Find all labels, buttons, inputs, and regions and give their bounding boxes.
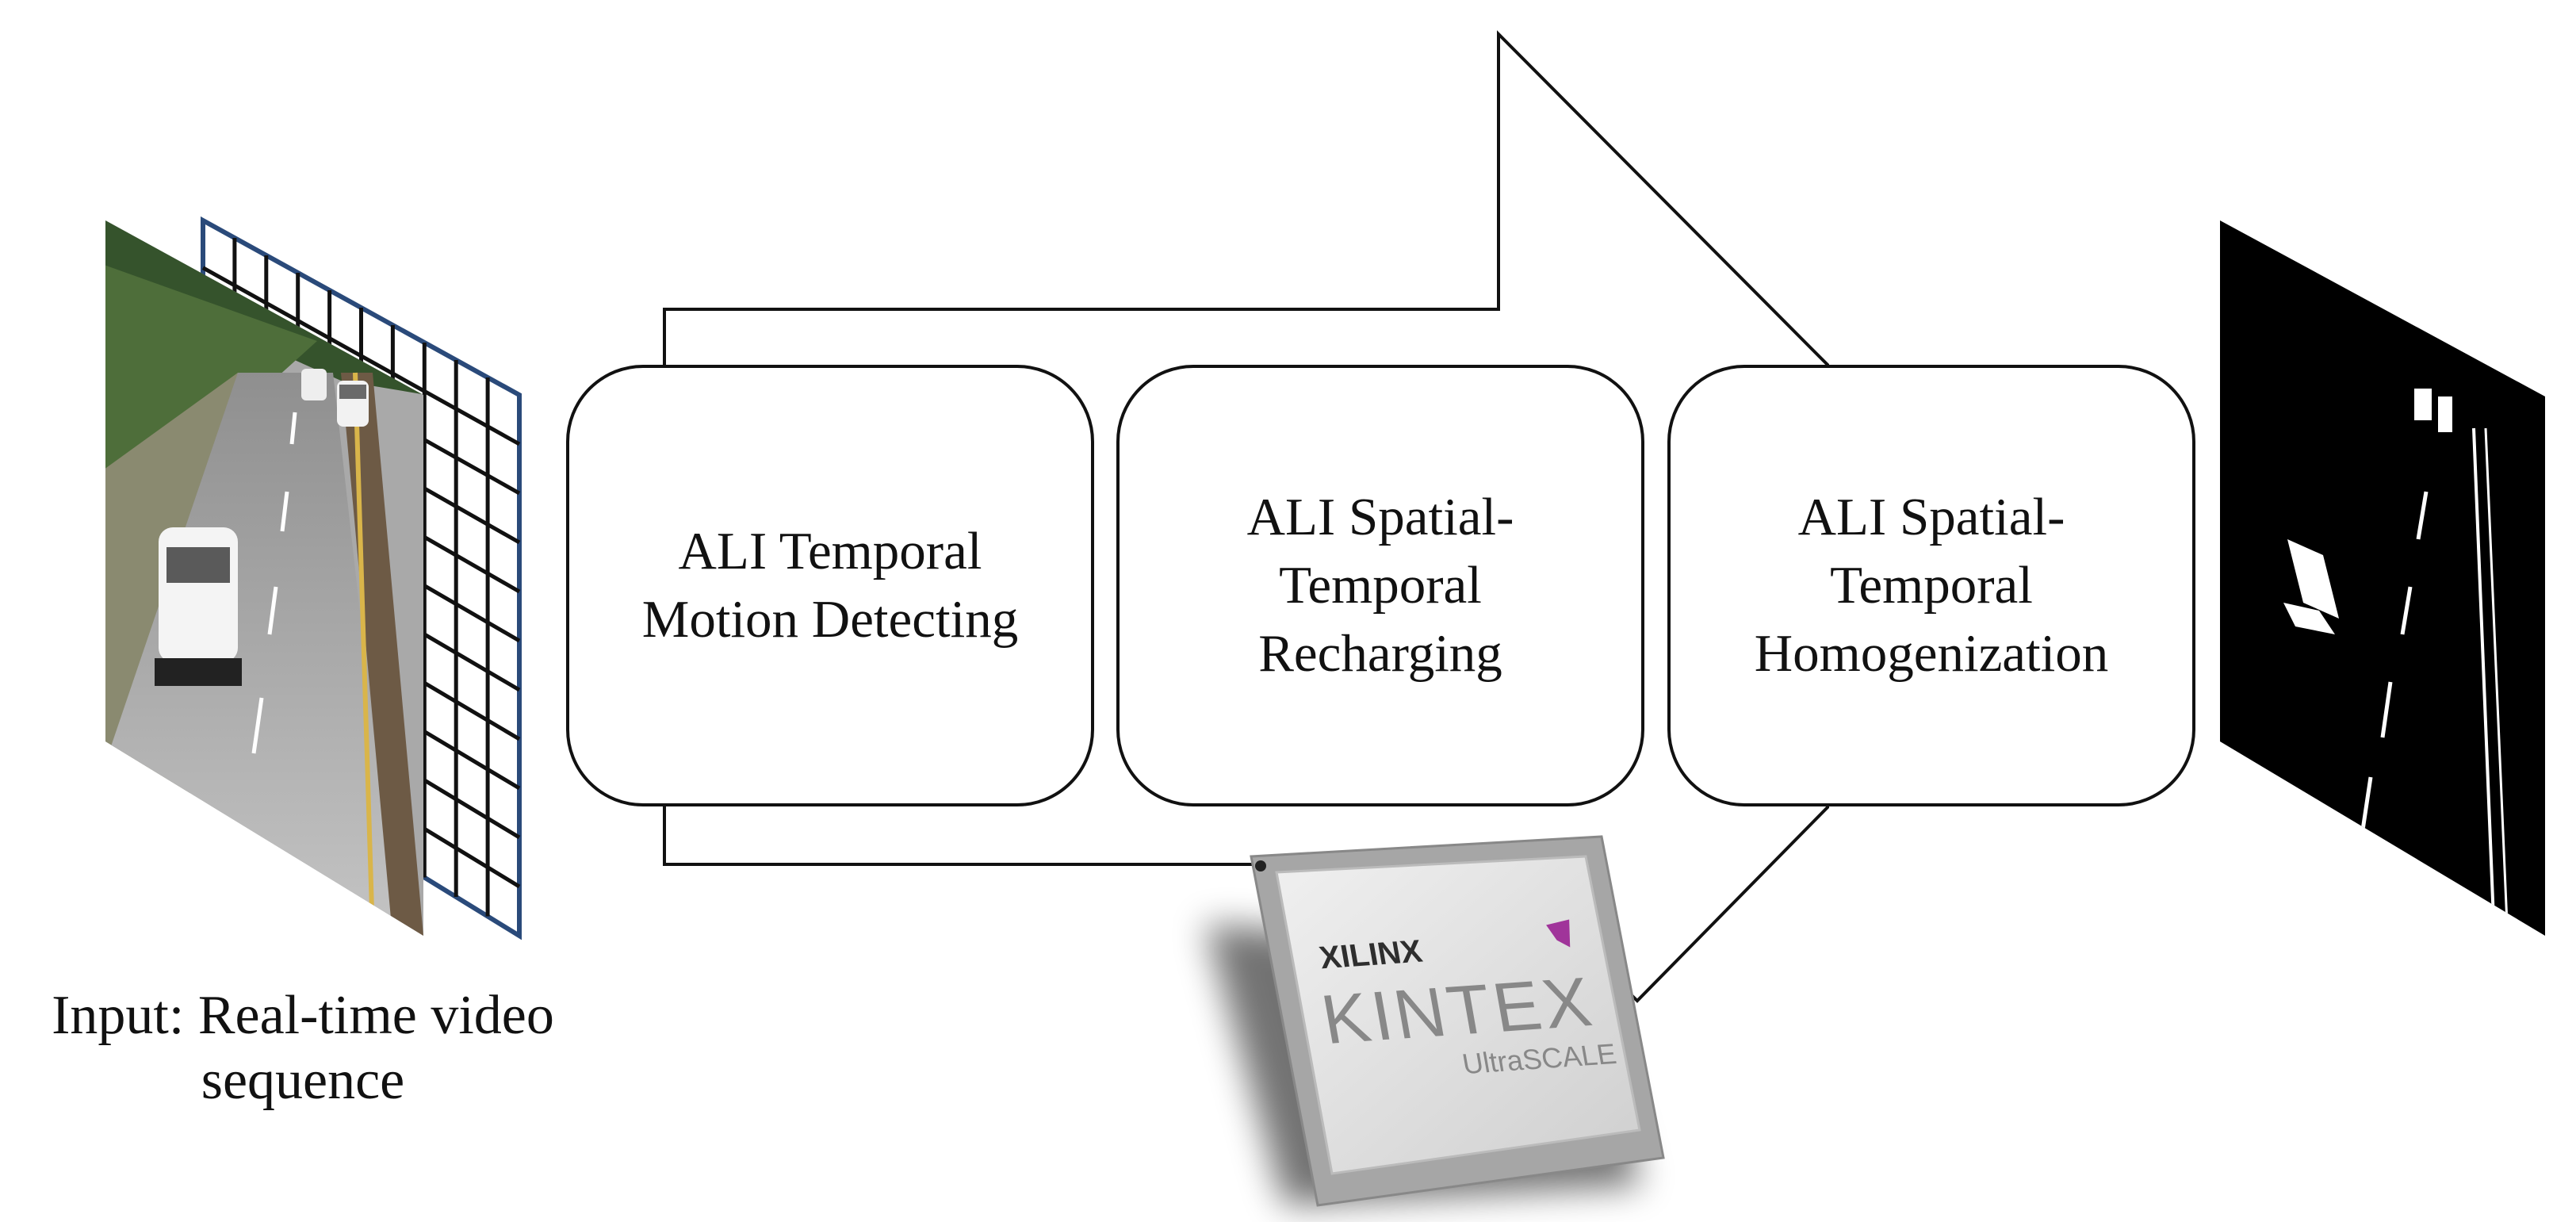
chip-logo-icon — [1546, 919, 1571, 948]
stage-label-line: Temporal — [1279, 556, 1482, 615]
stage-label-line: ALI Spatial- — [1247, 488, 1514, 546]
stage-label-line: Homogenization — [1755, 624, 2109, 683]
fpga-chip-image: XILINX KINTEX UltraSCALE — [1205, 835, 1665, 1207]
stage-label-line: ALI Spatial- — [1798, 488, 2065, 546]
stage-label-line: Temporal — [1830, 556, 2033, 615]
chip-product-label: KINTEX — [1316, 962, 1600, 1059]
pin-marker-icon — [1255, 860, 1266, 871]
output-motion-mask — [2220, 220, 2545, 936]
input-frame-stack — [105, 216, 522, 940]
grid-line — [201, 266, 521, 446]
caption-line: Input: Real-time video — [52, 985, 554, 1046]
stage-label-line: Motion Detecting — [642, 590, 1019, 649]
stage-label-line: ALI Temporal — [679, 522, 982, 580]
chip-brand-label: XILINX — [1317, 934, 1425, 975]
stage-label-line: Recharging — [1258, 624, 1502, 683]
caption-line: sequence — [201, 1050, 405, 1111]
